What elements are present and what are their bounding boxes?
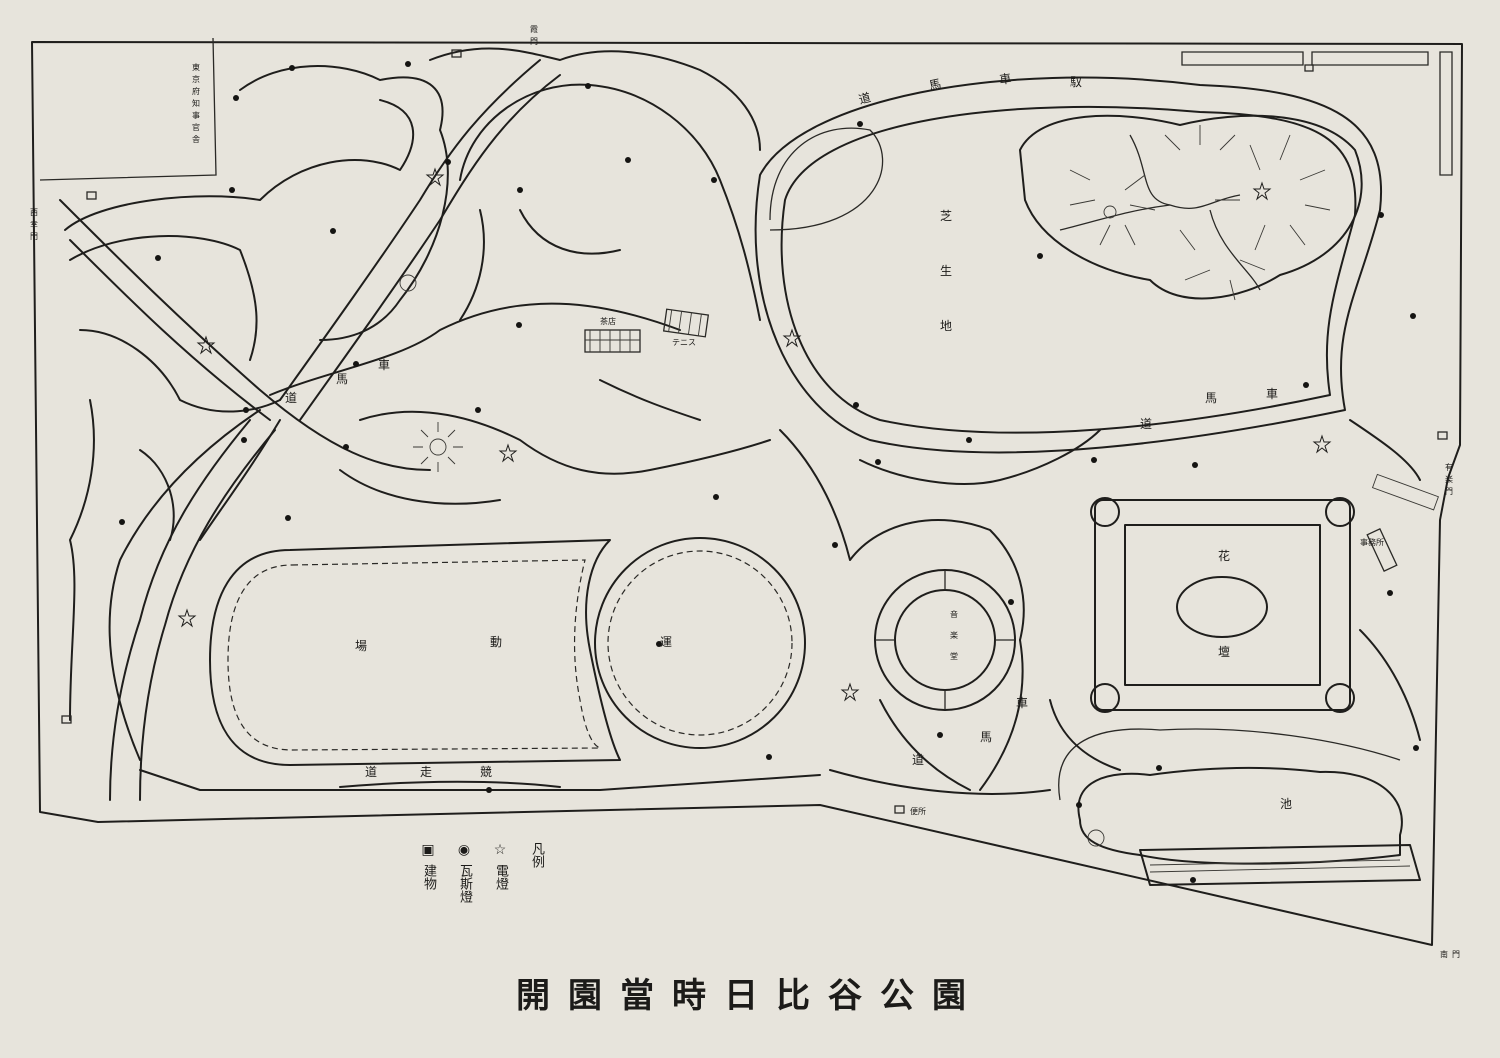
grove-hatching (1069, 125, 1331, 301)
label-restroom: 便所 (910, 806, 926, 816)
svg-text:馬: 馬 (336, 372, 348, 386)
label-south-gate: 南 (1440, 949, 1448, 959)
svg-text:車: 車 (1016, 696, 1028, 710)
svg-text:運: 運 (660, 635, 672, 649)
west-paths (64, 99, 414, 231)
svg-text:楽: 楽 (950, 630, 958, 640)
svg-text:門: 門 (1445, 487, 1453, 496)
svg-text:生: 生 (940, 264, 952, 278)
svg-text:官: 官 (192, 122, 200, 132)
label-carriage-road-ne: 道 (857, 90, 872, 107)
svg-text:舎: 舎 (192, 135, 200, 144)
label-tea-house: 茶店 (600, 316, 616, 326)
map-caption: 開園當時日比谷公園 (516, 976, 984, 1016)
svg-text:幸: 幸 (30, 220, 38, 229)
legend: 凡例 ☆ 電燈 ◉ 瓦斯燈 ▣ 建物 (410, 842, 550, 942)
legend-item-building: ▣ 建物 (418, 842, 438, 895)
label-music-hall: 音 (950, 609, 958, 619)
label-flower-garden: 花 (1218, 548, 1230, 563)
label-east-gate: 有 (1445, 462, 1453, 472)
label-pond: 池 (1280, 797, 1292, 811)
label-carriage-road-e: 道 (1140, 417, 1152, 431)
svg-text:競: 競 (480, 764, 492, 779)
gas-lamp-dots (119, 61, 1419, 883)
grove-area (1019, 114, 1363, 300)
label-carriage-road-w: 道 (285, 391, 297, 405)
svg-text:馬: 馬 (1205, 391, 1217, 405)
svg-text:堂: 堂 (950, 651, 958, 661)
svg-text:壇: 壇 (1218, 644, 1230, 659)
small-buildings (61, 49, 1448, 814)
parade-ground (209, 539, 621, 766)
legend-title: 凡例 (529, 842, 544, 868)
legend-item-electric-light: ☆ 電燈 (490, 842, 510, 895)
svg-text:門: 門 (1452, 950, 1460, 959)
label-office: 事務所 (1360, 537, 1384, 547)
gas-lamp-icon: ◉ (457, 842, 471, 858)
building-tennis (662, 308, 710, 338)
svg-text:知: 知 (192, 98, 200, 108)
round-lawn (594, 537, 806, 749)
building-office (1366, 528, 1398, 572)
svg-text:京: 京 (192, 74, 200, 84)
label-tennis: テニス (672, 338, 696, 347)
label-lawn: 芝 (940, 208, 952, 223)
label-west-gate: 西 (30, 208, 38, 217)
label-official-residence: 東 (192, 62, 200, 72)
svg-text:車: 車 (998, 71, 1012, 87)
svg-text:楽: 楽 (1445, 474, 1453, 484)
electric-light-stars (177, 167, 1332, 702)
svg-text:馭: 馭 (1070, 75, 1082, 89)
park-boundary (31, 41, 1463, 946)
svg-text:走: 走 (420, 765, 432, 779)
label-walking-path: 道 (365, 765, 377, 779)
label-carriage-road-s: 道 (912, 753, 924, 767)
legend-item-gas-lamp: ◉ 瓦斯燈 (454, 842, 474, 908)
building-icon: ▣ (421, 842, 435, 858)
svg-text:事: 事 (192, 110, 200, 120)
gas-lamp-fountains (399, 205, 1117, 847)
svg-text:馬: 馬 (928, 77, 943, 93)
building-tea-house (584, 329, 641, 353)
star-icon: ☆ (493, 842, 507, 858)
svg-text:門: 門 (30, 232, 38, 241)
flower-garden (1090, 497, 1355, 713)
svg-text:動: 動 (490, 635, 502, 649)
svg-text:馬: 馬 (980, 730, 992, 744)
svg-text:門: 門 (530, 37, 538, 46)
svg-text:車: 車 (378, 358, 390, 372)
svg-text:車: 車 (1266, 387, 1278, 401)
carriage-road-outer (754, 76, 1383, 454)
label-parade-ground: 場 (355, 639, 367, 653)
label-north-gate: 霞 (530, 25, 538, 34)
svg-text:地: 地 (940, 319, 952, 333)
pond (1077, 767, 1403, 865)
svg-text:府: 府 (192, 86, 200, 96)
